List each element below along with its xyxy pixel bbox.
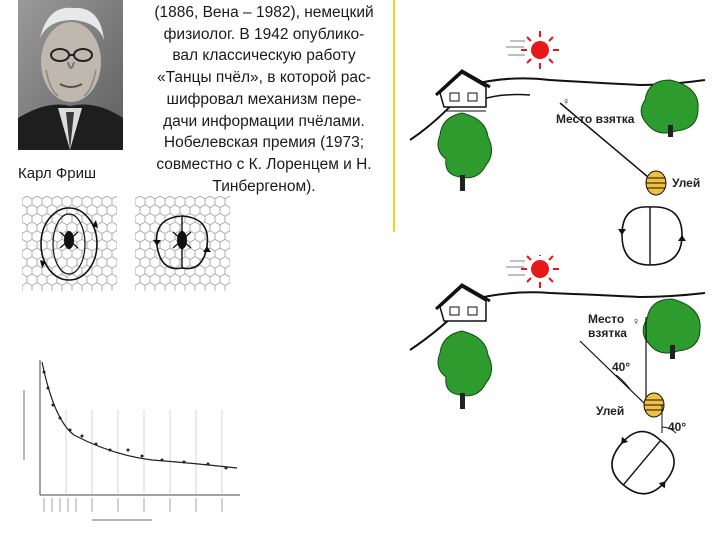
bio-line: вал классическую работу bbox=[172, 47, 356, 65]
accent-divider bbox=[393, 0, 395, 232]
house-icon bbox=[434, 283, 491, 322]
tree-icon bbox=[437, 112, 492, 191]
bio-line: (1886, Вена – 1982), немецкий bbox=[154, 4, 374, 21]
karl-frisch-portrait bbox=[18, 0, 123, 150]
bio-line: Нобелевская премия (1973; bbox=[163, 134, 365, 152]
svg-text:♀: ♀ bbox=[632, 316, 640, 328]
dance-tempo-curve bbox=[12, 350, 252, 525]
angle-label-dance: 40° bbox=[668, 420, 686, 434]
bio-line: совместно с К. Лоренцем и Н. bbox=[156, 155, 372, 173]
bio-line: «Танцы пчёл», в которой рас- bbox=[157, 69, 371, 87]
tree-icon bbox=[437, 330, 492, 409]
waggle-dance-figure bbox=[135, 196, 230, 291]
tree-icon bbox=[642, 298, 701, 359]
sun-icon bbox=[506, 251, 559, 288]
bio-line: Тинбергеном). bbox=[212, 177, 316, 195]
hive-label: Улей bbox=[596, 404, 624, 418]
hive-icon bbox=[645, 170, 667, 196]
portrait-caption: Карл Фриш bbox=[18, 165, 96, 182]
svg-text:♀: ♀ bbox=[562, 96, 570, 108]
food-source-label: Место взятка bbox=[556, 112, 635, 126]
orientation-diagram-sun-aligned: ♀ Место взятка Улей bbox=[400, 25, 710, 275]
house-icon bbox=[434, 69, 491, 112]
bio-line: дачи информации пчёлами. bbox=[163, 112, 365, 130]
hive-label: Улей bbox=[672, 176, 700, 190]
food-source-label-line1: Место bbox=[588, 312, 624, 326]
bio-line: физиолог. В 1942 опублико- bbox=[163, 25, 365, 43]
hive-icon bbox=[643, 392, 665, 418]
orientation-diagram-angled: Место взятка ♀ 40° Улей 40° bbox=[400, 251, 710, 535]
tree-icon bbox=[640, 79, 699, 137]
bio-line: шифровал механизм пере- bbox=[166, 90, 362, 108]
round-dance-figure bbox=[22, 196, 117, 291]
sun-icon bbox=[506, 31, 559, 69]
biography-text: (1886, Вена – 1982), немецкий физиолог. … bbox=[133, 2, 395, 197]
food-source-label-line2: взятка bbox=[588, 326, 627, 340]
angle-label-sun: 40° bbox=[612, 360, 630, 374]
